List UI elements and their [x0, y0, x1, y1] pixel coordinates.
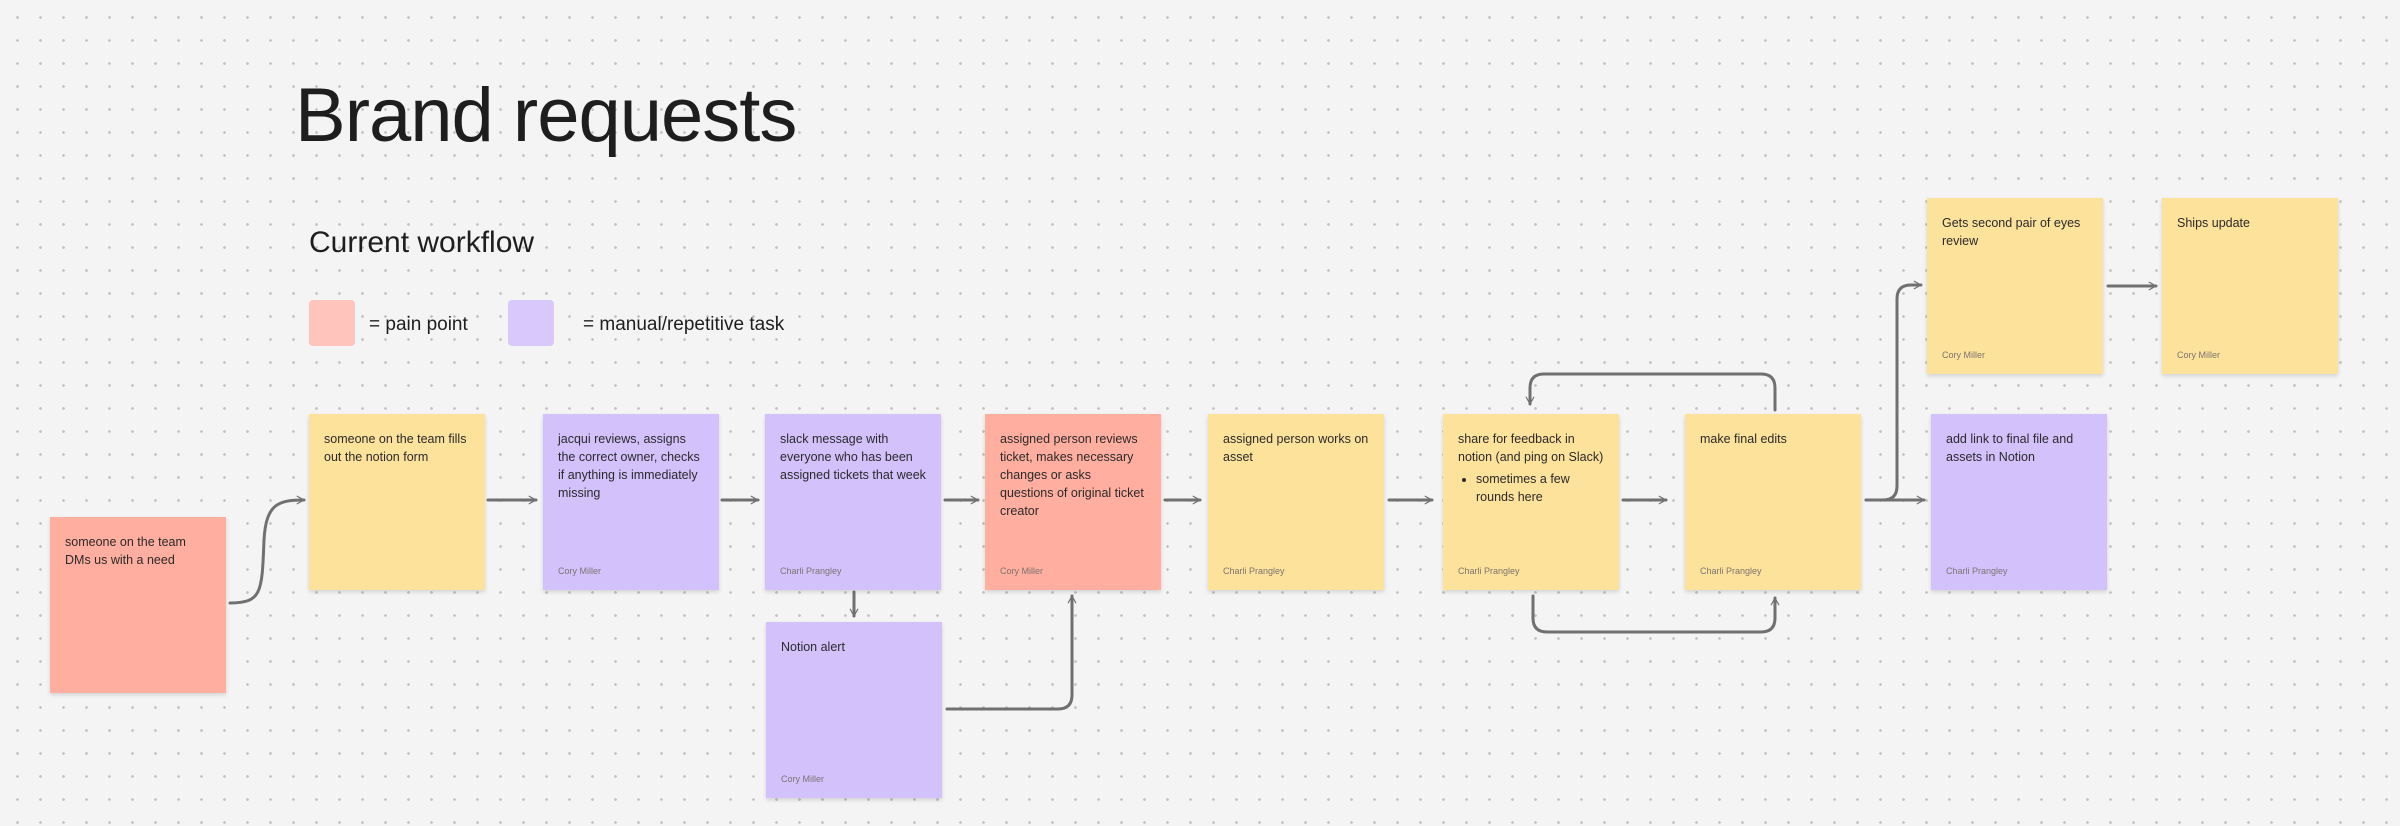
sticky-text: someone on the team fills out the notion…: [324, 432, 467, 464]
sticky-bullet-list: sometimes a few rounds here: [1458, 470, 1605, 506]
sticky-text: add link to final file and assets in Not…: [1946, 432, 2074, 464]
sticky-text: Notion alert: [781, 640, 845, 654]
sticky-works-on-asset[interactable]: assigned person works on asset Charli Pr…: [1208, 414, 1384, 590]
connector-s9-s8-feedback-loop[interactable]: [1525, 372, 1777, 412]
sticky-text: assigned person works on asset: [1223, 432, 1369, 464]
sticky-author: Cory Miller: [781, 774, 825, 784]
sticky-jacqui-reviews[interactable]: jacqui reviews, assigns the correct owne…: [543, 414, 719, 590]
sticky-text: assigned person reviews ticket, makes ne…: [1000, 432, 1144, 518]
sticky-assigned-reviews-ticket[interactable]: assigned person reviews ticket, makes ne…: [985, 414, 1161, 590]
sticky-add-link[interactable]: add link to final file and assets in Not…: [1931, 414, 2107, 590]
connector-s5-s6[interactable]: [945, 594, 1077, 711]
sticky-author: Charli Prangley: [780, 566, 842, 576]
section-subtitle: Current workflow: [309, 226, 535, 259]
legend-swatch-manual-task: [508, 300, 554, 346]
sticky-text: someone on the team DMs us with a need: [65, 535, 186, 567]
legend-swatch-pain-point: [309, 300, 355, 346]
sticky-text: slack message with everyone who has been…: [780, 432, 926, 482]
legend-label-pain-point: = pain point: [369, 314, 468, 335]
sticky-second-review[interactable]: Gets second pair of eyes review Cory Mil…: [1927, 198, 2103, 374]
legend-label-manual-task: = manual/repetitive task: [583, 314, 785, 335]
sticky-author: Charli Prangley: [1946, 566, 2008, 576]
sticky-bullet: sometimes a few rounds here: [1476, 470, 1605, 506]
connector-s8-s9-lower-loop[interactable]: [1531, 594, 1780, 634]
sticky-text-main: share for feedback in notion (and ping o…: [1458, 432, 1604, 464]
sticky-text: share for feedback in notion (and ping o…: [1458, 430, 1605, 506]
sticky-text: make final edits: [1700, 432, 1787, 446]
sticky-notion-alert[interactable]: Notion alert Cory Miller: [766, 622, 942, 798]
connector-s9-s10[interactable]: [1864, 280, 1923, 502]
sticky-author: Cory Miller: [2177, 350, 2221, 360]
sticky-text: Ships update: [2177, 216, 2250, 230]
sticky-author: Cory Miller: [1942, 350, 1986, 360]
sticky-author: Cory Miller: [1000, 566, 1044, 576]
sticky-final-edits[interactable]: make final edits Charli Prangley: [1685, 414, 1861, 590]
sticky-ships-update[interactable]: Ships update Cory Miller: [2162, 198, 2338, 374]
sticky-text: jacqui reviews, assigns the correct owne…: [558, 432, 700, 500]
sticky-author: Charli Prangley: [1458, 566, 1520, 576]
sticky-notion-form[interactable]: someone on the team fills out the notion…: [309, 414, 485, 590]
connector-s1-s2[interactable]: [228, 495, 306, 605]
sticky-share-for-feedback[interactable]: share for feedback in notion (and ping o…: [1443, 414, 1619, 590]
sticky-author: Charli Prangley: [1700, 566, 1762, 576]
sticky-author: Cory Miller: [558, 566, 602, 576]
sticky-text: Gets second pair of eyes review: [1942, 216, 2081, 248]
sticky-author: Charli Prangley: [1223, 566, 1285, 576]
board-title: Brand requests: [295, 73, 797, 158]
sticky-team-dms[interactable]: someone on the team DMs us with a need: [50, 517, 226, 693]
sticky-slack-message[interactable]: slack message with everyone who has been…: [765, 414, 941, 590]
